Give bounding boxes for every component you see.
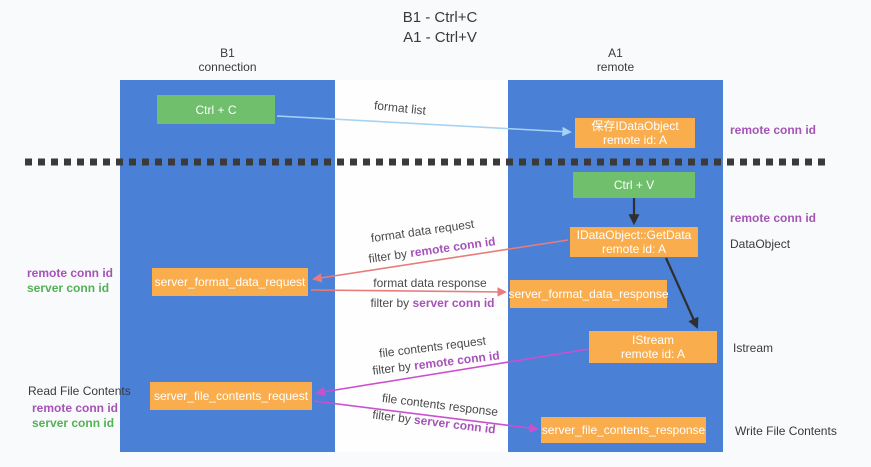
server-file-contents-response-label: server_file_contents_response — [541, 423, 706, 437]
format-list-arrow — [276, 115, 572, 137]
format-data-response-arrow — [310, 287, 507, 297]
right-column-header: A1 remote — [508, 46, 723, 74]
right-column-subtitle: remote — [596, 60, 635, 74]
format-data-request-arrow — [312, 239, 569, 283]
server-format-data-request-box: server_format_data_request — [152, 268, 308, 296]
istream-side-label: Istream — [733, 341, 774, 355]
dataobject-side-label: DataObject — [730, 237, 791, 251]
format-data-response-text: format data response — [373, 276, 487, 290]
left-remote-conn-id-bottom: remote conn id — [32, 401, 119, 415]
server-format-data-response-box: server_format_data_response — [508, 280, 669, 308]
getdata-to-istream-arrow — [664, 257, 699, 330]
istream-line2: remote id: A — [620, 347, 686, 361]
server-file-contents-response-box: server_file_contents_response — [541, 417, 706, 443]
left-server-conn-id-bottom: server conn id — [32, 416, 115, 430]
left-column-header: B1 connection — [120, 46, 335, 74]
write-file-contents-label: Write File Contents — [735, 424, 837, 438]
left-server-conn-id-top: server conn id — [27, 281, 110, 295]
file-contents-request-arrow — [315, 348, 590, 397]
right-column-name: A1 — [608, 46, 623, 60]
idataobject-getdata-line1: IDataObject::GetData — [576, 228, 692, 242]
server-file-contents-request-label: server_file_contents_request — [153, 389, 309, 403]
left-column-subtitle: connection — [198, 60, 257, 74]
title-line-2: A1 - Ctrl+V — [403, 29, 477, 46]
server-format-data-response-label: server_format_data_response — [508, 287, 669, 301]
file-contents-response-arrow — [313, 400, 539, 433]
diagram-title: B1 - Ctrl+C A1 - Ctrl+V — [300, 8, 580, 48]
server-conn-id-accent-1: server conn id — [412, 296, 495, 310]
right-remote-conn-id-mid: remote conn id — [730, 211, 817, 225]
read-file-contents-label: Read File Contents — [28, 384, 131, 398]
save-idataobject-line1: 保存IDataObject — [591, 119, 679, 133]
save-idataobject-box: 保存IDataObject remote id: A — [575, 118, 695, 148]
format-data-response-filter-label: filter by server conn id — [355, 296, 510, 310]
save-idataobject-line2: remote id: A — [602, 133, 668, 147]
idataobject-getdata-box: IDataObject::GetData remote id: A — [570, 227, 698, 257]
idataobject-getdata-line2: remote id: A — [601, 242, 667, 256]
istream-box: IStream remote id: A — [589, 331, 717, 363]
ctrl-c-label: Ctrl + C — [195, 102, 237, 117]
center-panel — [335, 80, 508, 452]
ctrl-c-box: Ctrl + C — [157, 95, 275, 124]
title-line-1: B1 - Ctrl+C — [402, 9, 478, 26]
ctrl-v-box: Ctrl + V — [573, 172, 695, 198]
ctrl-v-label: Ctrl + V — [613, 178, 655, 192]
left-remote-conn-id-top: remote conn id — [27, 266, 114, 280]
server-file-contents-request-box: server_file_contents_request — [150, 382, 312, 410]
format-data-response-flow-label: format data response — [355, 276, 505, 290]
istream-line1: IStream — [631, 333, 674, 347]
filter-by-text-2: filter by — [370, 296, 413, 310]
server-format-data-request-label: server_format_data_request — [154, 275, 306, 289]
right-remote-conn-id-top: remote conn id — [730, 123, 817, 137]
left-column-name: B1 — [220, 46, 235, 60]
